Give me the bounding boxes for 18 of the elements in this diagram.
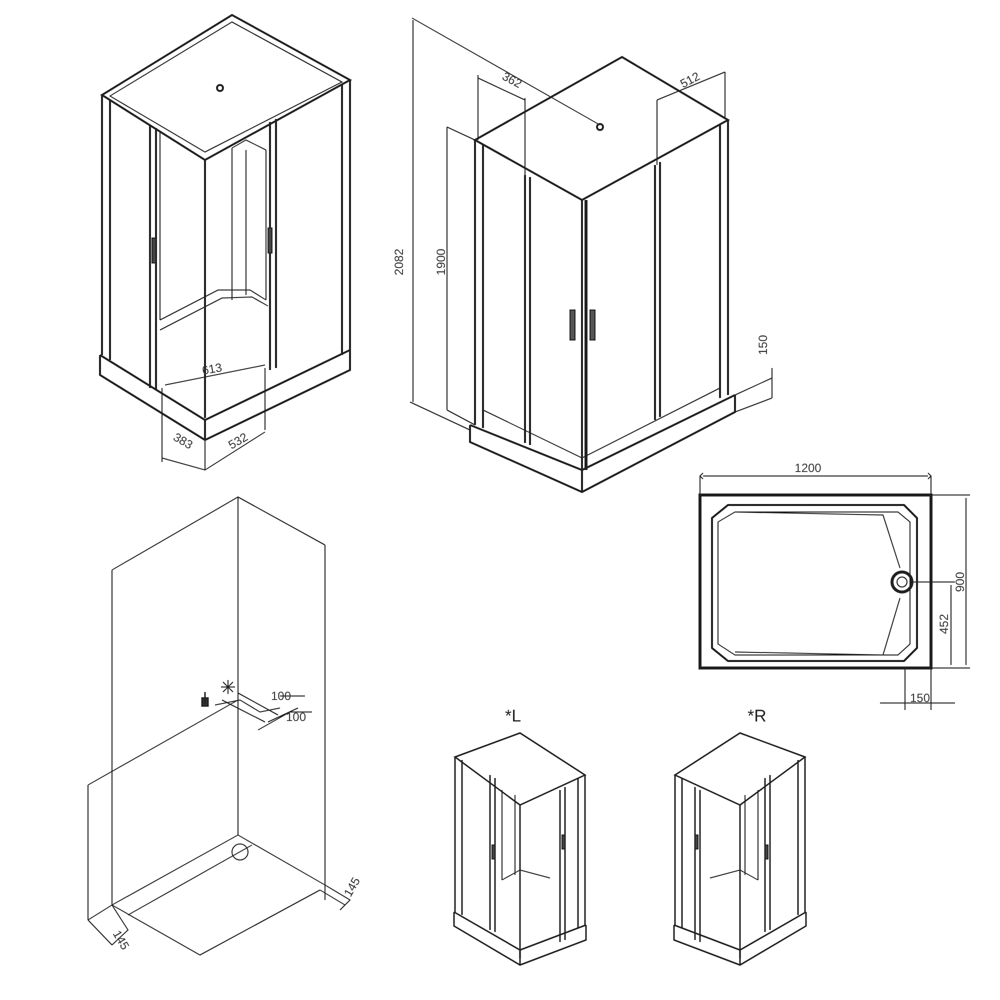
- view-label: *L: [504, 708, 522, 724]
- dimension-label: 100: [286, 711, 306, 723]
- dimension-label: 900: [954, 572, 966, 592]
- dimension-label: 532: [226, 430, 250, 452]
- dimension-label: 100: [270, 690, 292, 702]
- dimension-label: 150: [757, 334, 769, 356]
- dimension-label: 512: [678, 70, 702, 90]
- dimension-label: 362: [500, 70, 524, 90]
- dimension-label: 1200: [794, 462, 822, 474]
- dimension-label: 452: [938, 614, 950, 634]
- dimension-label: 145: [342, 875, 362, 899]
- dimension-label: 613: [201, 361, 223, 377]
- dimension-label: 145: [110, 928, 132, 952]
- view-label: *R: [748, 708, 766, 724]
- dimension-label: 150: [910, 692, 930, 704]
- dimension-label: 1900: [435, 248, 447, 276]
- dimension-label: 383: [171, 430, 195, 452]
- dimension-label: 2082: [393, 248, 405, 276]
